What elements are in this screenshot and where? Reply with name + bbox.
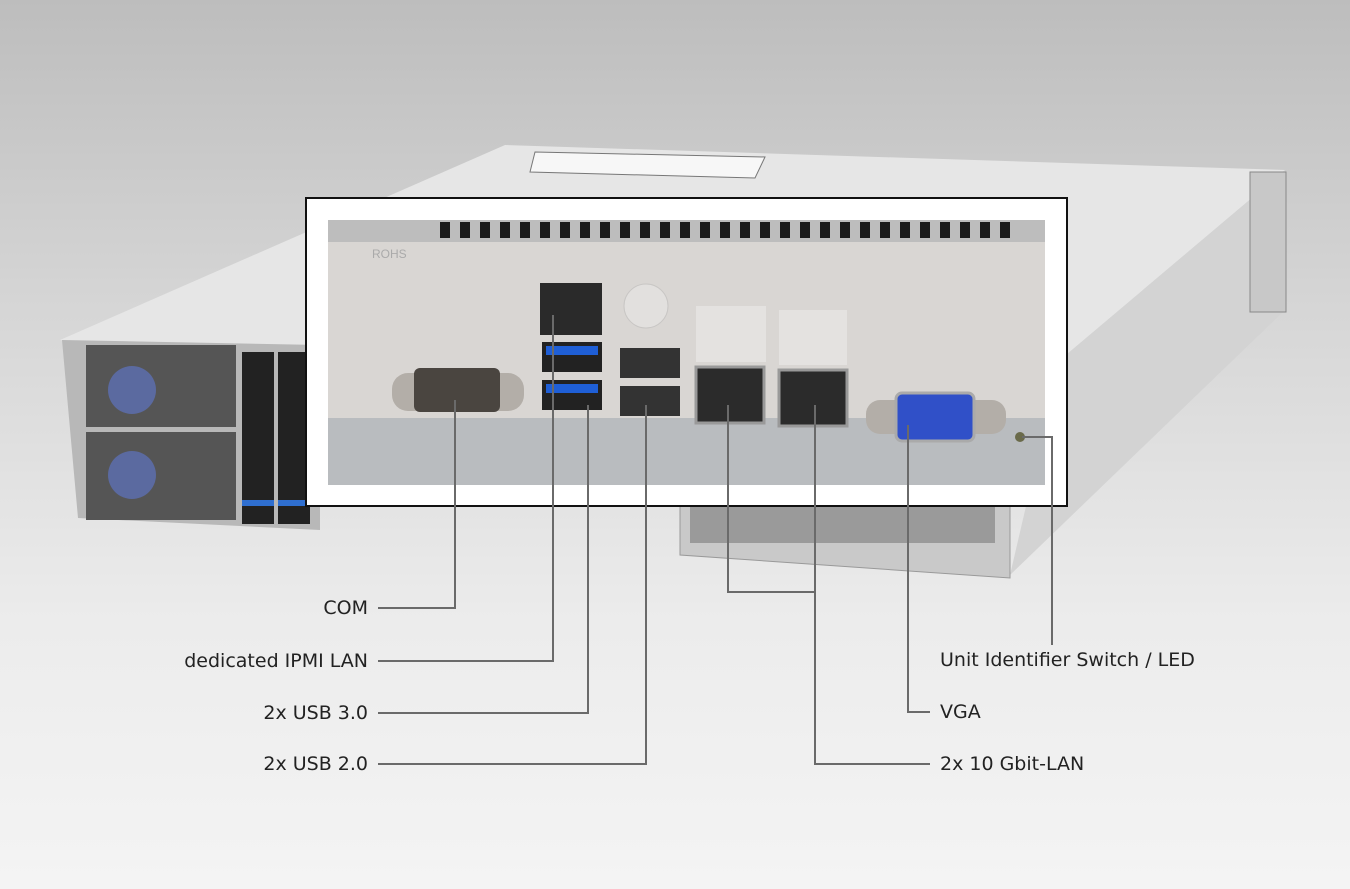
- callout-line-lan-b: [814, 405, 930, 765]
- ipmi-lan-port: [540, 283, 602, 335]
- vent-holes: [440, 222, 1010, 238]
- usb2-port-2: [620, 386, 680, 416]
- usb3-tongue: [546, 346, 598, 355]
- label-ipmi-lan: dedicated IPMI LAN: [184, 650, 368, 672]
- label-com: COM: [323, 597, 368, 619]
- label-usb2: 2x USB 2.0: [263, 753, 368, 775]
- label-uid: Unit Identifier Switch / LED: [940, 649, 1195, 671]
- label-usb3: 2x USB 3.0: [263, 702, 368, 724]
- callout-line-usb2: [378, 405, 647, 765]
- com-port: [414, 368, 500, 412]
- lan-knockout-2: [779, 310, 847, 365]
- usb2-port-1: [620, 348, 680, 378]
- drive-bay-led: [278, 500, 310, 506]
- label-vga: VGA: [940, 701, 981, 723]
- uid-button-blank: [623, 283, 669, 329]
- rohs-marking: ROHS: [372, 247, 407, 261]
- drive-bay-1: [242, 352, 274, 524]
- psu-fan-2: [108, 451, 156, 499]
- lan-10g-port-1: [694, 365, 766, 425]
- uid-led: [1015, 432, 1025, 442]
- drive-bay-led: [242, 500, 274, 506]
- drive-bay-2: [278, 352, 310, 524]
- psu-fan-1: [108, 366, 156, 414]
- rack-ear: [1249, 171, 1287, 313]
- callout-line-usb3: [378, 405, 589, 714]
- callout-line-ipmi: [378, 315, 554, 662]
- callout-line-com: [378, 400, 456, 609]
- lan-knockout-1: [696, 306, 766, 362]
- callout-line-uid: [1022, 436, 1053, 645]
- vga-port: [894, 391, 976, 443]
- chassis-lid-label: [529, 151, 766, 179]
- chassis-side: [1010, 170, 1285, 575]
- label-10g-lan: 2x 10 Gbit-LAN: [940, 753, 1085, 775]
- usb3-tongue: [546, 384, 598, 393]
- callout-lines: [378, 315, 1053, 765]
- callout-line-vga: [907, 425, 930, 713]
- callout-line-lan-a: [727, 405, 815, 593]
- pcie-slots: [690, 505, 995, 543]
- lan-10g-port-2: [777, 368, 849, 428]
